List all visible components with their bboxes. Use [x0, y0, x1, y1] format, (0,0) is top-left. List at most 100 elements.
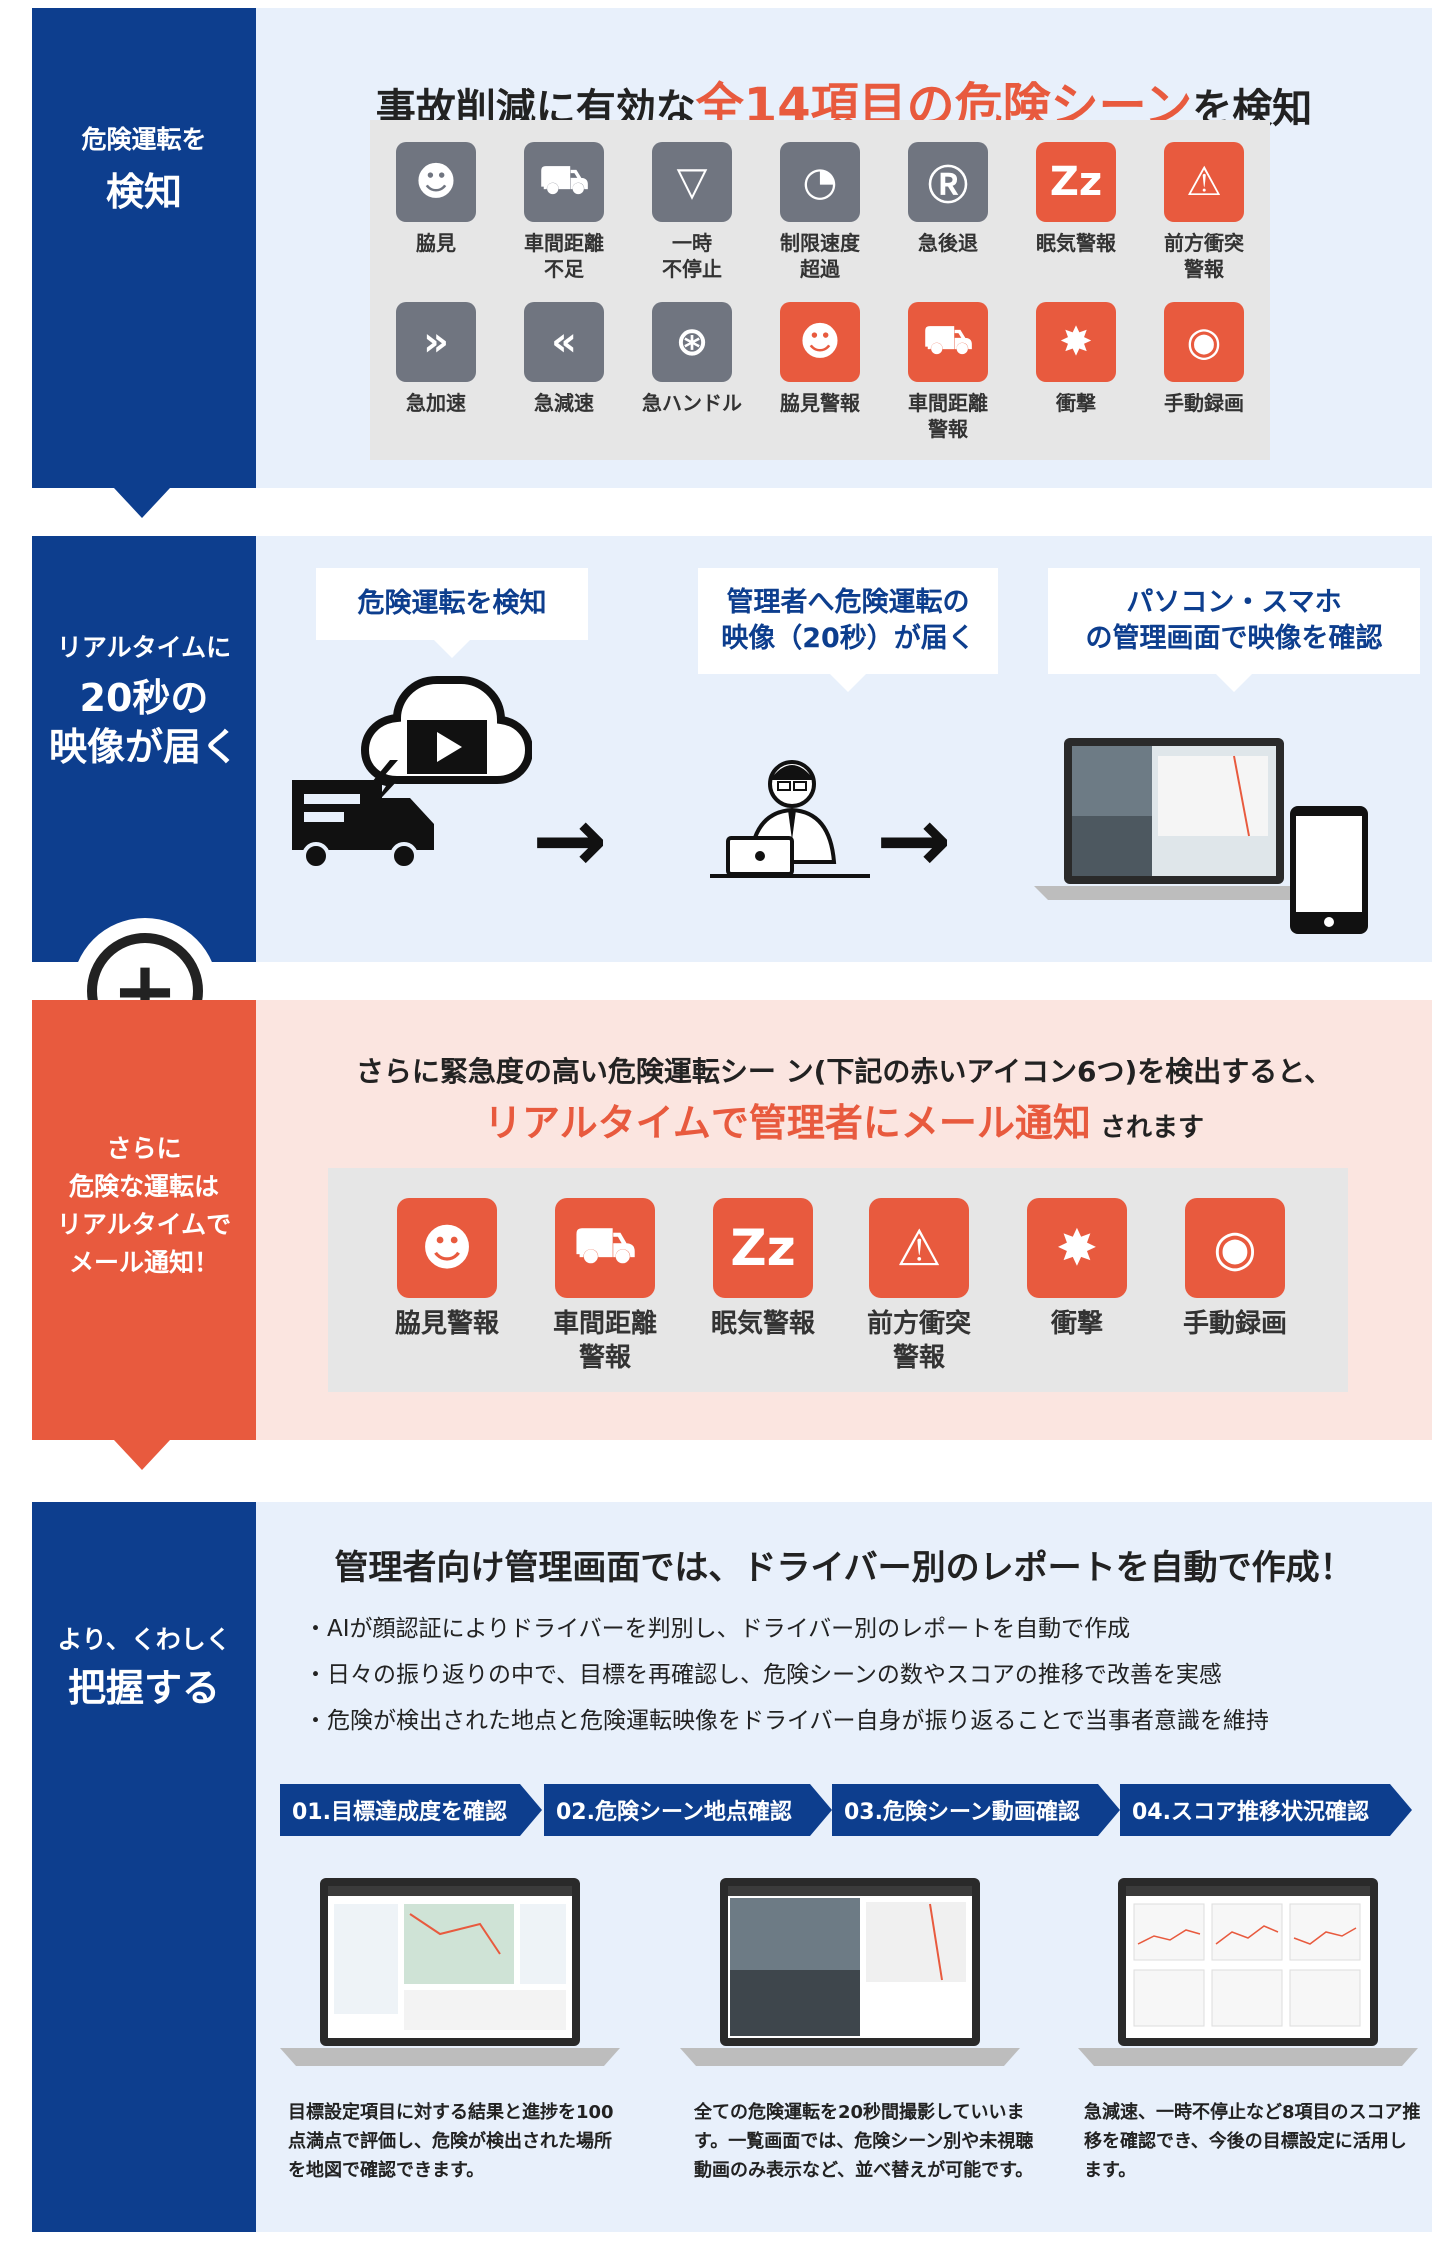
mail-alert-label: 衝撃: [1050, 1309, 1103, 1339]
mail-alert-item: ☻ 脇見警報: [372, 1198, 522, 1342]
danger-scene-label: 急加速: [406, 391, 466, 415]
danger-scene-label: 手動録画: [1164, 391, 1244, 415]
mail-alert-label: 車間距離 警報: [552, 1309, 657, 1373]
flow-arrow-2: →: [876, 788, 952, 893]
danger-scene-item: ⛟車間距離 警報: [884, 302, 1012, 442]
reverse-icon: Ⓡ: [908, 142, 988, 222]
red-icon-panel: ☻ 脇見警報 ⛟車間距離 警報 Zz 眠気警報 ⚠前方衝突 警報 ✸ 衝撃 ◉ 手動録画: [328, 1168, 1348, 1392]
mail-alert-label: 手動録画: [1182, 1309, 1287, 1339]
side-label-mail: さらに 危険な運転は リアルタイムで メール通知！: [32, 1000, 256, 1440]
impact-icon: ✸: [1027, 1198, 1127, 1298]
truck-cloud-illustration: [292, 676, 532, 870]
side-arrow-down: [114, 1440, 170, 1470]
danger-scene-item: ⚠ 前方衝突 警報: [1140, 142, 1268, 282]
mail-intro-line: さらに緊急度の高い危険運転シー ン(下記の赤いアイコン6つ)を検出すると、: [355, 1055, 1333, 1088]
report-title: 管理者向け管理画面では、ドライバー別のレポートを自動で作成！: [334, 1548, 1354, 1588]
side-mail-text: さらに 危険な運転は リアルタイムで メール通知！: [56, 1134, 232, 1277]
mail-post: されます: [1099, 1113, 1204, 1143]
collision-icon: ⚠: [869, 1198, 969, 1298]
side-small-text: 危険運転を: [81, 125, 207, 154]
distraction-alert-icon: ☻: [397, 1198, 497, 1298]
danger-scene-item: ✸ 衝撃: [1012, 302, 1140, 416]
danger-scene-label: 眠気警報: [1036, 231, 1116, 255]
bubble-check-screen: パソコン・スマホ の管理画面で映像を確認: [1048, 568, 1420, 692]
danger-scene-item: Zz 眠気警報: [1012, 142, 1140, 256]
danger-scene-item: ◔ 制限速度 超過: [756, 142, 884, 282]
mail-alert-label: 眠気警報: [710, 1309, 815, 1339]
realtime-content: 危険運転を検知 管理者へ危険運転の 映像（20秒）が届く パソコン・スマホ の管…: [256, 536, 1432, 962]
sleep-zzz-icon: Zz: [1036, 142, 1116, 222]
impact-icon: ✸: [1036, 302, 1116, 382]
danger-scene-item: ☻脇見: [372, 142, 500, 256]
section-detect: 危険運転を 検知 事故削減に有効な全14項目の危険シーンを検知 ☻脇見⛟車間距離…: [0, 8, 1440, 518]
signal-bolt-icon: [370, 760, 398, 810]
danger-scene-label: 制限速度 超過: [780, 231, 860, 281]
desc-score: 急減速、一時不停止など8項目のスコア推移を確認でき、今後の目標設定に活用します。: [1084, 2102, 1421, 2181]
danger-scene-label: 衝撃: [1056, 391, 1096, 415]
danger-scene-item: ◉ 手動録画: [1140, 302, 1268, 416]
danger-scene-label: 急ハンドル: [642, 391, 742, 415]
danger-scene-item: ▽一時 不停止: [628, 142, 756, 282]
collision-icon: ⚠: [1164, 142, 1244, 222]
speedometer-icon: ◔: [780, 142, 860, 222]
cloud-video-icon: [360, 676, 532, 784]
side-label-detect: 危険運転を 検知: [32, 8, 256, 488]
face-profile-icon: ☻: [396, 142, 476, 222]
camera-icon: ◉: [1164, 302, 1244, 382]
laptop-video-screen: [680, 1878, 1020, 2066]
section-realtime-video: リアルタイムに 20秒の 映像が届く 危険運転を検知 管理者へ危険運転の 映像（…: [0, 536, 1440, 962]
mail-alert-item: ⛟車間距離 警報: [530, 1198, 680, 1376]
step-01: 01.目標達成度を確認: [280, 1784, 542, 1836]
section-report: より、くわしく 把握する 管理者向け管理画面では、ドライバー別のレポートを自動で…: [0, 1502, 1440, 2232]
mail-alert-item: ⚠前方衝突 警報: [844, 1198, 994, 1376]
steering-wheel-icon: ⊛: [652, 302, 732, 382]
acceleration-icon: »: [396, 302, 476, 382]
danger-scene-label: 急減速: [534, 391, 594, 415]
danger-scene-label: 車間距離 不足: [524, 231, 604, 281]
desc-video: 全ての危険運転を20秒間撮影していいます。一覧画面では、危険シーン別や未視聴動画…: [694, 2102, 1034, 2181]
distraction-alert-icon: ☻: [780, 302, 860, 382]
bullet-item: ・危険が検出された地点と危険運転映像をドライバー自身が振り返ることで当事者意識を…: [304, 1708, 1269, 1734]
bullet-item: ・日々の振り返りの中で、目標を再確認し、危険シーンの数やスコアの推移で改善を実感: [304, 1662, 1222, 1688]
side-arrow-down: [114, 488, 170, 518]
danger-scene-label: 脇見警報: [780, 391, 860, 415]
detect-content: 事故削減に有効な全14項目の危険シーンを検知 ☻脇見⛟車間距離 不足▽一時 不停…: [256, 8, 1432, 488]
mail-alert-label: 脇見警報: [394, 1309, 499, 1339]
step-02: 02.危険シーン地点確認: [544, 1784, 832, 1836]
distance-alert-icon: ⛟: [908, 302, 988, 382]
step-03: 03.危険シーン動画確認: [832, 1784, 1120, 1836]
side-big-text: 検知: [105, 170, 182, 214]
mail-alert-item: ✸ 衝撃: [1002, 1198, 1152, 1342]
side-big-text: 映像が届く: [48, 725, 239, 770]
sleep-zzz-icon: Zz: [713, 1198, 813, 1298]
side-label-report: より、くわしく 把握する: [32, 1502, 256, 2232]
report-content: 管理者向け管理画面では、ドライバー別のレポートを自動で作成！ ・AIが顔認証によ…: [256, 1502, 1432, 2232]
camera-icon: ◉: [1185, 1198, 1285, 1298]
danger-scene-item: ⛟ 車間距離 不足: [500, 142, 628, 282]
mail-highlight-line: リアルタイムで管理者にメール通知 されます: [256, 1092, 1432, 1147]
danger-scene-item: ☻ 脇見警報: [756, 302, 884, 416]
step-04: 04.スコア推移状況確認: [1120, 1784, 1412, 1836]
laptop-score-screen: [1078, 1878, 1418, 2066]
bubble-video-arrives: 管理者へ危険運転の 映像（20秒）が届く: [698, 568, 998, 692]
deceleration-icon: «: [524, 302, 604, 382]
truck-icon: [292, 780, 434, 870]
bubble-detect: 危険運転を検知: [316, 568, 588, 658]
side-small-text: より、くわしく: [57, 1625, 231, 1654]
side-small-text: リアルタイムに: [56, 633, 232, 662]
mail-highlight: リアルタイムで管理者にメール通知: [484, 1101, 1091, 1145]
laptop-goal-screen: [280, 1878, 620, 2066]
laptop-phone-illustration: [1034, 738, 1368, 934]
section-mail-notify: さらに 危険な運転は リアルタイムで メール通知！ さらに緊急度の高い危険運転シ…: [0, 1000, 1440, 1470]
desc-goal: 目標設定項目に対する結果と進捗を100点満点で評価し、危険が検出された場所を地図…: [288, 2102, 614, 2181]
bullet-item: ・AIが顔認証によりドライバーを判別し、ドライバー別のレポートを自動で作成: [304, 1616, 1131, 1642]
side-big-text: 20秒の: [79, 676, 209, 720]
danger-scene-label: 前方衝突 警報: [1164, 231, 1244, 281]
danger-scene-label: 急後退: [918, 231, 978, 255]
mail-alert-item: ◉ 手動録画: [1160, 1198, 1310, 1342]
manager-illustration: [710, 760, 870, 878]
side-label-realtime: リアルタイムに 20秒の 映像が届く: [32, 536, 256, 962]
danger-scene-item: Ⓡ 急後退: [884, 142, 1012, 256]
car-distance-icon: ⛟: [524, 142, 604, 222]
report-bullets: ・AIが顔認証によりドライバーを判別し、ドライバー別のレポートを自動で作成 ・日…: [304, 1606, 1269, 1744]
